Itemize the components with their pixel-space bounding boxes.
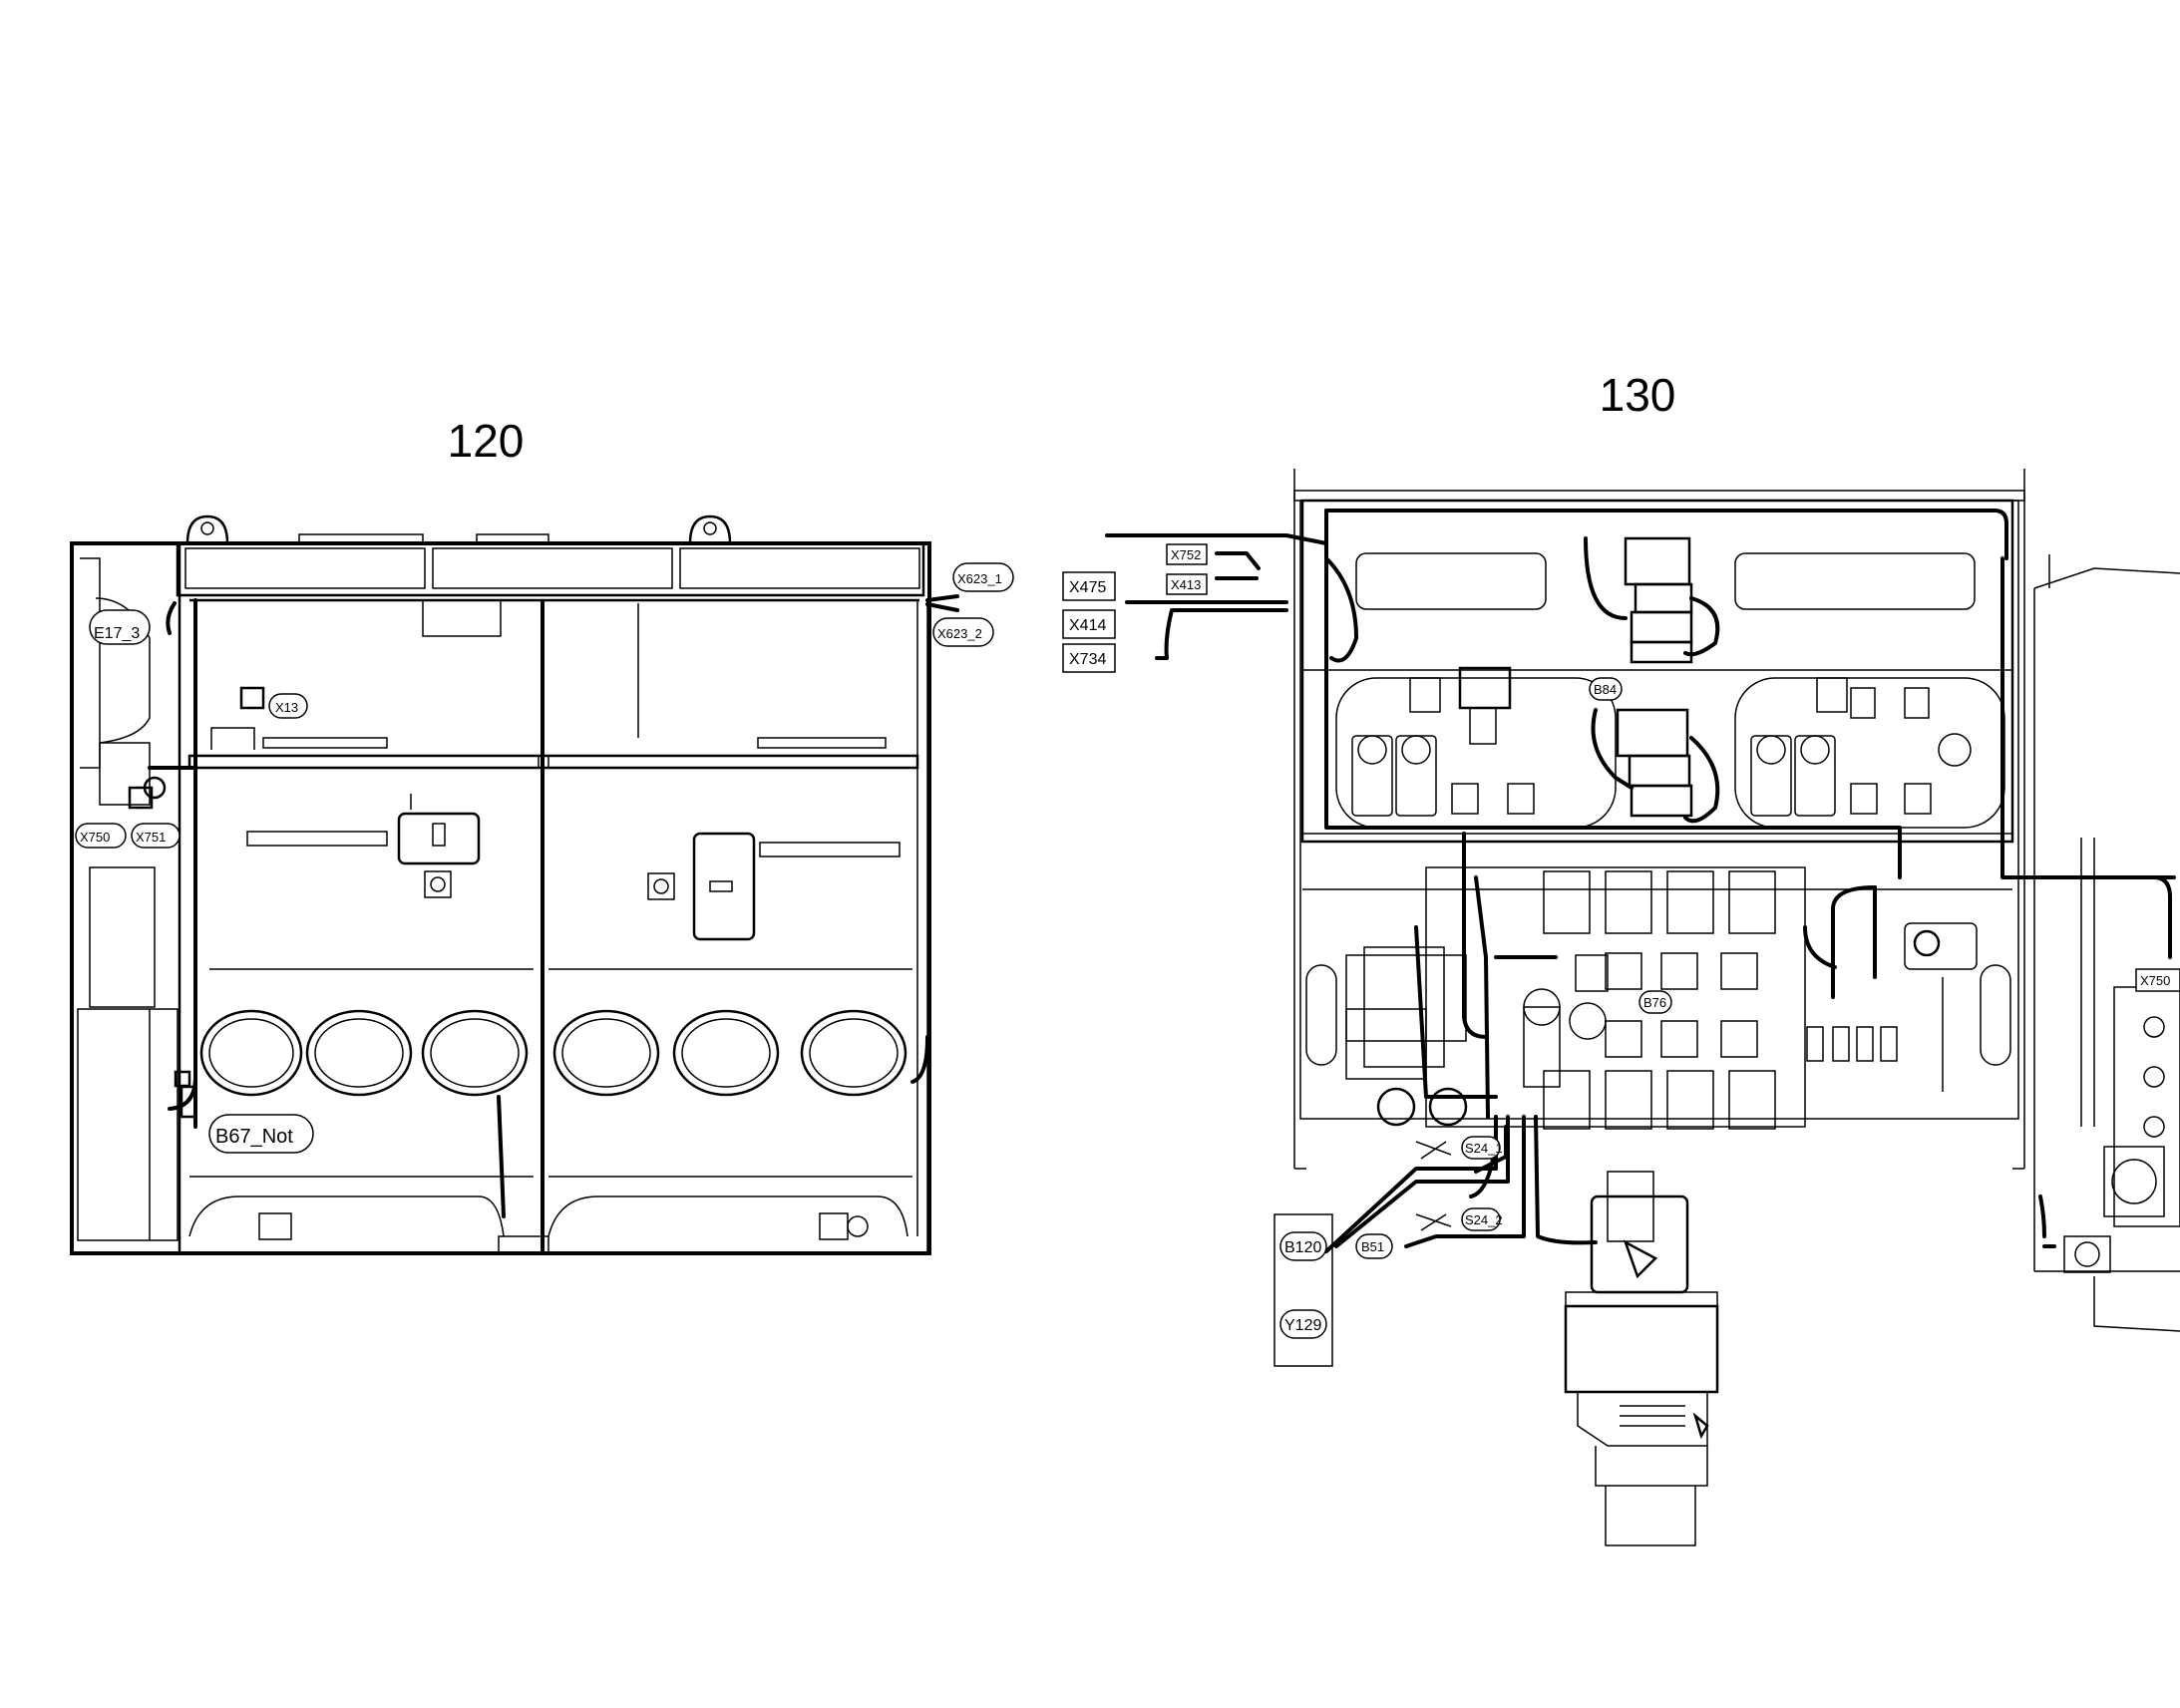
sensor-strip xyxy=(1273,1213,1333,1367)
svg-text:S24_2: S24_2 xyxy=(1465,1212,1503,1227)
tag-x13: X13 xyxy=(268,693,308,719)
svg-text:X751: X751 xyxy=(136,830,166,845)
labels-130: X475 X414 X734 X752 X413 B84 xyxy=(1062,543,2180,1367)
tag-b120: B120 xyxy=(1279,1231,1327,1261)
svg-text:X750: X750 xyxy=(80,830,110,845)
tag-e17-3: E17_3 xyxy=(89,609,151,645)
tag-x623-2: X623_2 xyxy=(932,617,994,647)
tag-x751: X751 xyxy=(131,823,181,849)
tag-x475: X475 xyxy=(1062,571,1116,601)
svg-text:B84: B84 xyxy=(1594,682,1617,697)
svg-text:X734: X734 xyxy=(1069,651,1106,668)
housing-120 xyxy=(70,514,931,1255)
view-120: 120 xyxy=(70,415,1014,1255)
tag-b76: B76 xyxy=(1638,990,1672,1014)
wiring-130 xyxy=(1105,509,2176,1253)
svg-text:E17_3: E17_3 xyxy=(94,625,140,642)
labels-120: E17_3 X13 X623_1 X623_2 X750 X751 xyxy=(75,562,1014,1154)
tag-b51: B51 xyxy=(1355,1233,1393,1259)
switch-s24-1-icon xyxy=(1415,1141,1452,1160)
svg-text:X475: X475 xyxy=(1069,579,1106,596)
svg-text:X623_2: X623_2 xyxy=(937,626,982,641)
tag-x414: X414 xyxy=(1062,609,1116,639)
tag-s24-1: S24_1 xyxy=(1461,1136,1503,1160)
svg-text:S24_1: S24_1 xyxy=(1465,1141,1503,1156)
view-130-title: 130 xyxy=(1600,369,1676,421)
svg-text:Y129: Y129 xyxy=(1284,1317,1321,1334)
view-120-title: 120 xyxy=(448,415,525,467)
svg-text:B76: B76 xyxy=(1643,995,1666,1010)
tag-x623-1: X623_1 xyxy=(952,562,1014,592)
switch-s24-2-icon xyxy=(1415,1213,1452,1231)
svg-text:X623_1: X623_1 xyxy=(957,571,1002,586)
bushing-row-120 xyxy=(199,1009,908,1097)
tag-x750-130: X750 xyxy=(2135,968,2180,992)
svg-text:X414: X414 xyxy=(1069,617,1106,634)
svg-text:B67_Not: B67_Not xyxy=(215,1126,293,1148)
wiring-120 xyxy=(99,594,959,1218)
tag-x750-120: X750 xyxy=(75,823,127,849)
tag-x413: X413 xyxy=(1166,573,1208,595)
svg-text:X413: X413 xyxy=(1171,577,1201,592)
components-130 xyxy=(1351,536,1978,1546)
tag-b84: B84 xyxy=(1589,677,1623,701)
svg-text:B51: B51 xyxy=(1361,1239,1384,1254)
view-130: 130 xyxy=(1062,369,2180,1546)
tag-y129: Y129 xyxy=(1279,1309,1327,1339)
svg-text:X13: X13 xyxy=(275,700,298,715)
tag-x734: X734 xyxy=(1062,643,1116,673)
tag-x752: X752 xyxy=(1166,543,1208,565)
svg-text:X750: X750 xyxy=(2140,973,2170,988)
svg-text:B120: B120 xyxy=(1284,1239,1321,1256)
tag-b67-not: B67_Not xyxy=(208,1114,314,1154)
tag-s24-2: S24_2 xyxy=(1461,1207,1503,1231)
svg-text:X752: X752 xyxy=(1171,547,1201,562)
frame-130 xyxy=(1293,469,2180,1332)
